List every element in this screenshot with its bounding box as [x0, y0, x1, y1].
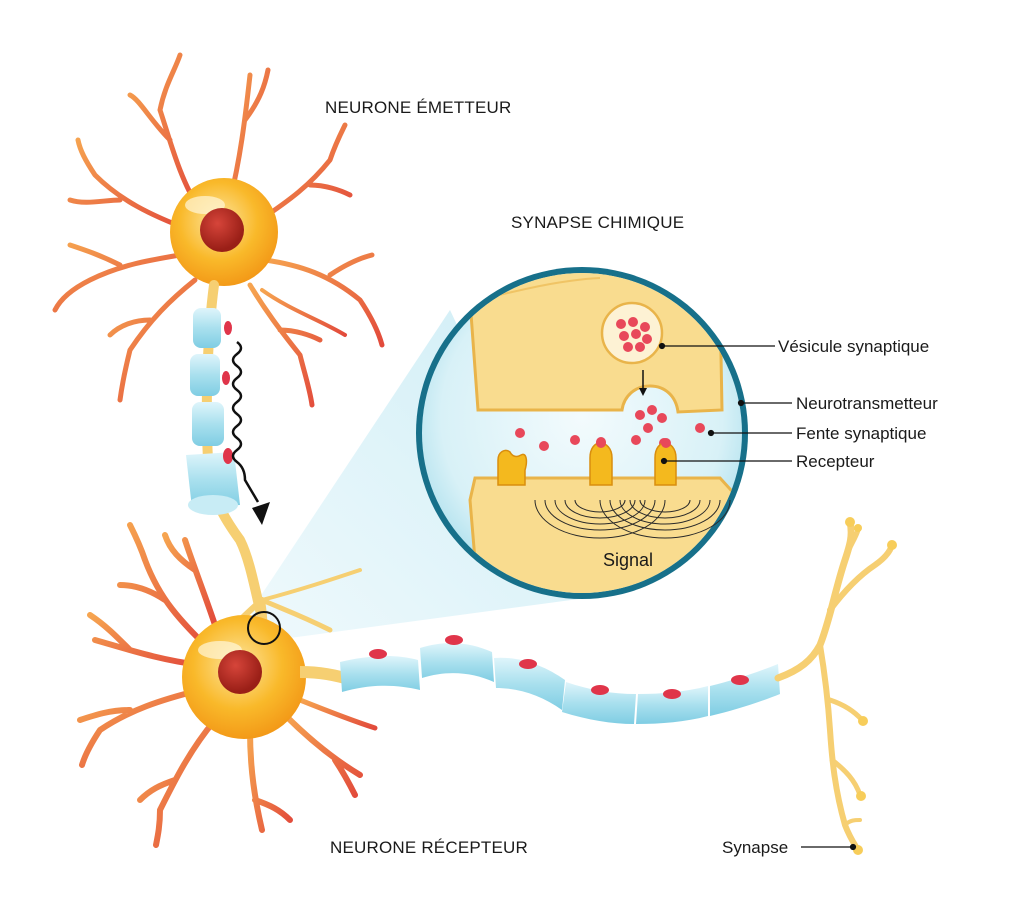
synapse-lens: Signal: [416, 267, 748, 599]
receptors: [497, 442, 677, 486]
sending-myelin: [186, 308, 240, 515]
bound-neurotransmitter: [596, 438, 606, 448]
sending-neuron: [52, 52, 385, 623]
callout-leaders: [658, 342, 857, 851]
vesicle-neurotransmitters: [616, 317, 652, 352]
axon-terminal-branches: [774, 518, 895, 853]
terminal-boutons: [845, 517, 897, 855]
neurotransmitter-label: Neurotransmetteur: [796, 394, 938, 413]
sending-nucleus: [200, 208, 244, 252]
signal-direction-arrow: [231, 341, 270, 525]
chemical-synapse-title: SYNAPSE CHIMIQUE: [511, 213, 684, 232]
receiving-nucleus: [218, 650, 262, 694]
sending-dendrites: [52, 52, 385, 408]
synapse-label: Synapse: [722, 838, 788, 857]
receiving-neuron: [77, 517, 897, 855]
cleft-label: Fente synaptique: [796, 424, 926, 443]
presynaptic-terminal: [468, 273, 724, 414]
synapse-zoom-marker: [247, 611, 281, 645]
vesicle-label: Vésicule synaptique: [778, 337, 929, 356]
sending-nodes: [222, 321, 233, 464]
signal-label: Signal: [603, 550, 653, 570]
bound-neurotransmitter: [661, 438, 671, 448]
receiving-neuron-title: NEURONE RÉCEPTEUR: [330, 838, 528, 857]
receiving-myelin: [340, 643, 780, 724]
receiving-nodes: [369, 635, 749, 699]
sending-neuron-title: NEURONE ÉMETTEUR: [325, 98, 511, 117]
signal-waves: [534, 499, 731, 539]
receptor-label: Recepteur: [796, 452, 875, 471]
